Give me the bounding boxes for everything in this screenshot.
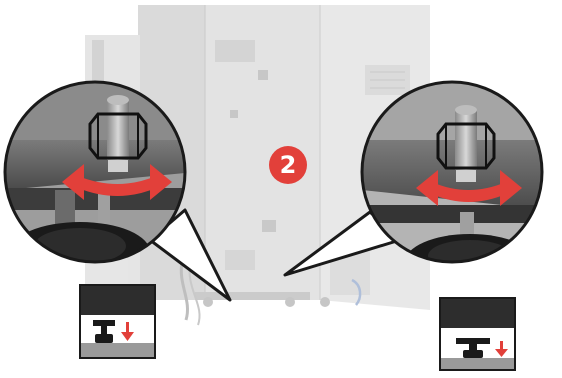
right-foot-contact-inset — [440, 298, 515, 370]
left-foot-contact-inset — [80, 285, 155, 358]
step-number-badge — [269, 146, 307, 184]
